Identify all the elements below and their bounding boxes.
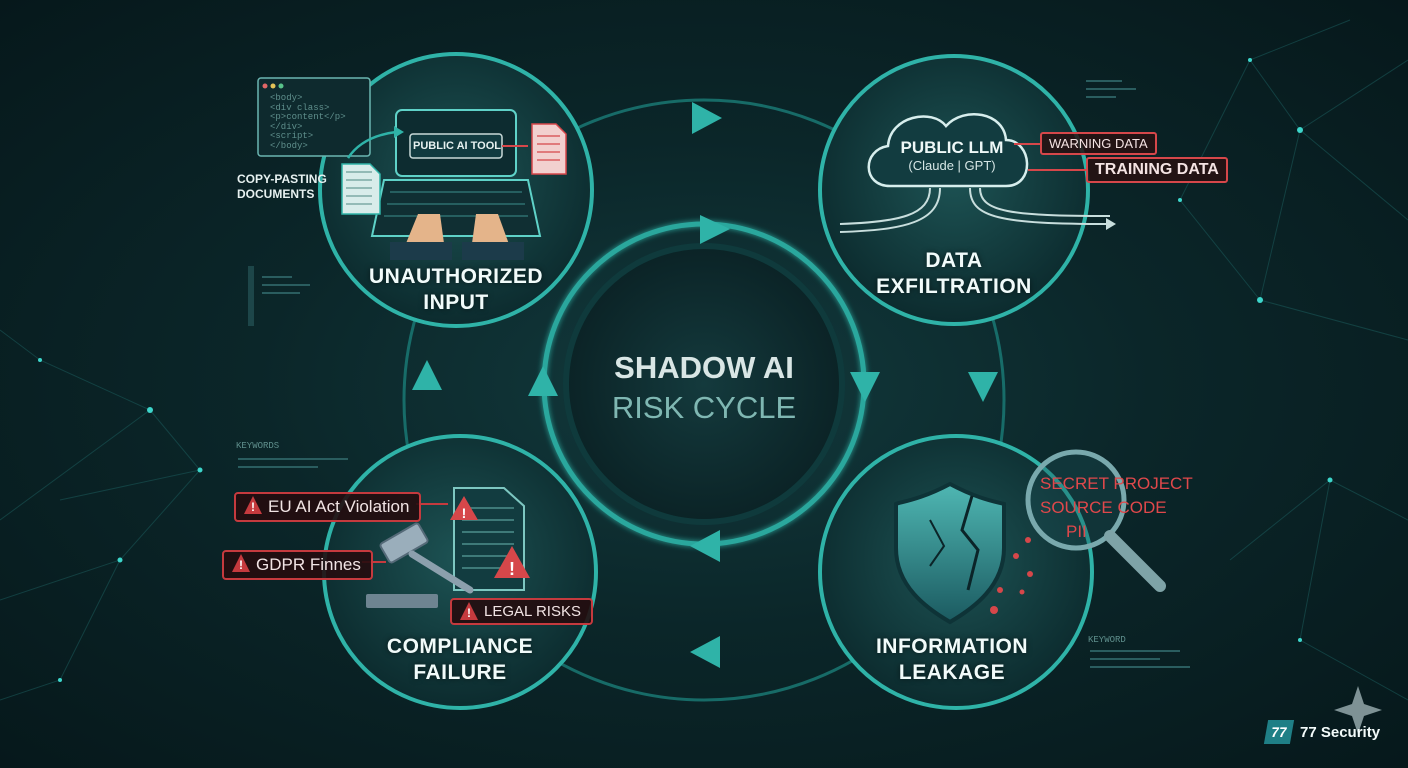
hud-bars <box>238 80 1190 668</box>
node-title-information-leakage: INFORMATION LEAKAGE <box>852 634 1052 686</box>
title-line: LEAKAGE <box>898 661 1006 684</box>
gavel-icon <box>366 522 474 608</box>
leaked-source-code: SOURCE CODE <box>1040 498 1167 517</box>
warning-icon: ! <box>460 602 478 620</box>
title-line: UNAUTHORIZED <box>369 265 543 288</box>
warning-icon: ! <box>244 496 262 514</box>
shield-icon <box>894 481 1006 625</box>
document-icon <box>341 163 381 215</box>
alert-text: GDPR Finnes <box>256 555 361 574</box>
brand-logo: 77 <box>1263 720 1295 744</box>
warning-icon: ! <box>232 554 250 572</box>
legal-risks-alert: ! LEGAL RISKS <box>450 598 593 625</box>
warning-icon: ! <box>450 496 478 521</box>
alert-text: LEGAL RISKS <box>484 603 581 620</box>
training-data-tag: TRAINING DATA <box>1086 157 1228 183</box>
laptop-icon <box>370 109 542 260</box>
eu-ai-act-alert: ! EU AI Act Violation <box>234 492 422 522</box>
code-line: <div class> <box>270 102 330 113</box>
center-title-line2: RISK CYCLE <box>611 390 797 425</box>
outer-cycle-ring <box>402 98 1006 702</box>
cloud-label-line1: PUBLIC LLM <box>900 138 1004 157</box>
leaked-data-labels: SECRET PROJECT SOURCE CODE PII <box>1040 472 1193 544</box>
node-title-data-exfiltration: DATA EXFILTRATION <box>854 248 1054 300</box>
code-line: <p>content</p> <box>270 112 346 122</box>
keyword-label: KEYWORD <box>1088 635 1126 645</box>
center-title-line1: SHADOW AI <box>614 350 794 385</box>
center-title: SHADOW AI RISK CYCLE <box>564 348 844 428</box>
alert-text: EU AI Act Violation <box>268 497 410 516</box>
arrow-icon <box>412 102 998 668</box>
warning-icon: ! <box>494 546 530 579</box>
code-line: </div> <box>270 121 303 132</box>
sparkle-icon <box>1334 686 1382 734</box>
brand-name: 77 Security <box>1300 723 1381 741</box>
public-ai-tool-label: PUBLIC AI TOOL <box>413 140 501 152</box>
title-line: FAILURE <box>413 661 507 684</box>
network-dots <box>38 58 1333 682</box>
document-icon <box>531 123 567 175</box>
svg-text:!: ! <box>462 505 467 521</box>
code-line: <script> <box>270 131 314 141</box>
cloud-label-line2: (Claude | GPT) <box>908 158 996 173</box>
cloud-label: PUBLIC LLM (Claude | GPT) <box>882 138 1022 173</box>
leaked-secret-project: SECRET PROJECT <box>1040 474 1193 493</box>
node-data-exfiltration-circle <box>818 54 1090 326</box>
title-line: EXFILTRATION <box>876 275 1032 298</box>
code-line: </body> <box>270 140 308 151</box>
title-line: INPUT <box>423 291 489 314</box>
title-line: DATA <box>925 249 983 272</box>
svg-text:!: ! <box>509 559 515 579</box>
node-title-unauthorized-input: UNAUTHORIZED INPUT <box>356 264 556 316</box>
title-line: INFORMATION <box>875 635 1029 658</box>
code-window <box>257 77 371 157</box>
leaked-pii: PII <box>1066 522 1087 541</box>
center-disc <box>563 243 845 525</box>
node-title-compliance-failure: COMPLIANCE FAILURE <box>360 634 560 686</box>
warning-data-tag: WARNING DATA <box>1040 132 1157 155</box>
code-line: <body> <box>270 93 303 103</box>
keywords-label: KEYWORDS <box>236 441 280 451</box>
code-lines: <body> <div class> <p>content</p> </div>… <box>270 93 346 151</box>
magnifier-icon <box>1025 449 1166 592</box>
label-line: DOCUMENTS <box>237 187 315 201</box>
arrow-icon <box>394 126 404 138</box>
cloud-icon <box>839 112 1116 233</box>
arrow-icon <box>346 130 397 159</box>
gdpr-fines-alert: ! GDPR Finnes <box>222 550 373 580</box>
copy-pasting-label: COPY-PASTING DOCUMENTS <box>237 172 327 202</box>
leak-dots <box>990 537 1033 614</box>
title-line: COMPLIANCE <box>386 635 534 658</box>
label-line: COPY-PASTING <box>237 172 327 186</box>
brand: 77 77 Security <box>1263 720 1381 744</box>
